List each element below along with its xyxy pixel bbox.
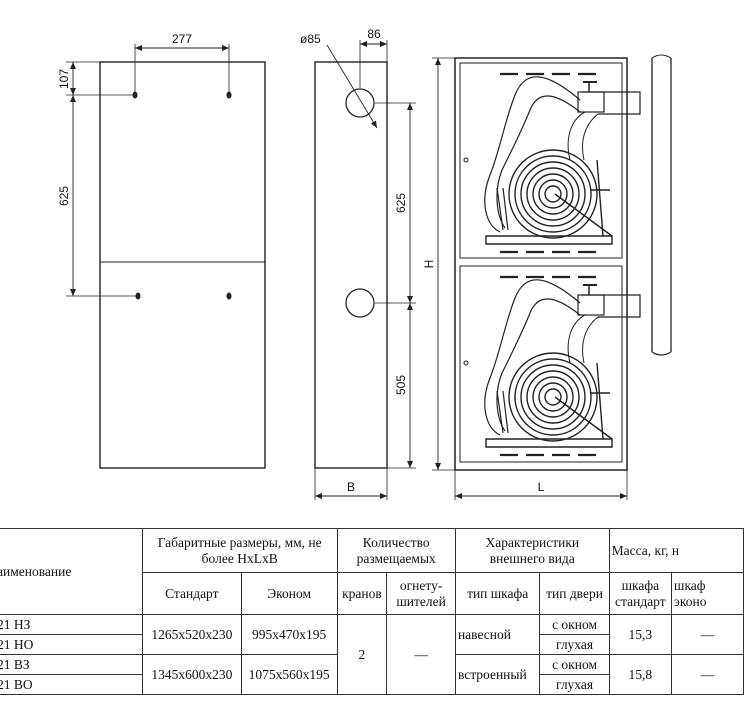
- dimension-277: 277: [172, 32, 192, 46]
- cell-door-type: с окном: [539, 614, 610, 635]
- cell-mass-economy: —: [671, 614, 744, 655]
- dimension-h: H: [422, 260, 436, 269]
- cell-extinguishers: —: [386, 614, 456, 695]
- front-view: 277 107 625: [57, 32, 266, 469]
- cell-door-type: с окном: [539, 654, 610, 675]
- cell-standard: 1265x520x230: [141, 614, 242, 655]
- cell-name: 21 НО: [0, 634, 143, 655]
- table-row: 21 НЗ 1265x520x230 995x470x195 2 — навес…: [0, 614, 744, 695]
- header-cabinet-type: тип шкафа: [454, 572, 541, 615]
- technical-drawing: 277 107 625 ø85 86 625 505 B: [57, 27, 672, 500]
- mount-hole-icon: [132, 91, 232, 300]
- hose-reel-icon: [462, 72, 642, 254]
- cell-cabinet-type: встроенный: [454, 654, 541, 695]
- dimension-b: B: [347, 480, 355, 494]
- header-economy: Эконом: [240, 572, 338, 615]
- side-view: ø85 86 625 505 B: [300, 27, 416, 500]
- cell-mass-standard: 15,8: [608, 654, 673, 695]
- table-row: 21 ВО глухая: [0, 674, 744, 695]
- cell-mass-economy: —: [671, 654, 744, 695]
- dimension-625-side: 625: [394, 193, 408, 213]
- cell-door-type: глухая: [539, 634, 610, 655]
- header-name: аименование: [0, 528, 143, 615]
- dimension-86: 86: [367, 27, 381, 41]
- header-mass: Масса, кг, н: [608, 528, 745, 573]
- dimension-505: 505: [394, 375, 408, 395]
- header-extinguishers: огнету-шителей: [386, 572, 456, 615]
- table-row: 21 ВЗ 1345x600x230 1075x560x195 встроенн…: [0, 654, 744, 695]
- header-door-type: тип двери: [539, 572, 610, 615]
- dimension-107: 107: [57, 69, 71, 89]
- dimension-diameter: ø85: [300, 32, 321, 46]
- dimension-l: L: [538, 480, 545, 494]
- cell-standard: 1345x600x230: [141, 654, 242, 695]
- cell-mass-standard: 15,3: [608, 614, 673, 655]
- header-standard: Стандарт: [141, 572, 242, 615]
- cell-name: 21 ВЗ: [0, 654, 143, 675]
- pipe-hole-icon: [345, 88, 375, 118]
- cell-name: 21 НЗ: [0, 614, 143, 635]
- cabinet-open-view: H L: [422, 54, 672, 500]
- cell-economy: 995x470x195: [240, 614, 338, 655]
- cell-name: 21 ВО: [0, 674, 143, 695]
- header-valves: кранов: [336, 572, 388, 615]
- cell-cabinet-type: навесной: [454, 614, 541, 655]
- hose-reel-icon: [462, 275, 642, 457]
- cell-economy: 1075x560x195: [240, 654, 338, 695]
- cell-valves: 2: [336, 614, 388, 695]
- pipe-hole-icon: [345, 288, 375, 318]
- cell-door-type: глухая: [539, 674, 610, 695]
- dimension-625: 625: [57, 186, 71, 206]
